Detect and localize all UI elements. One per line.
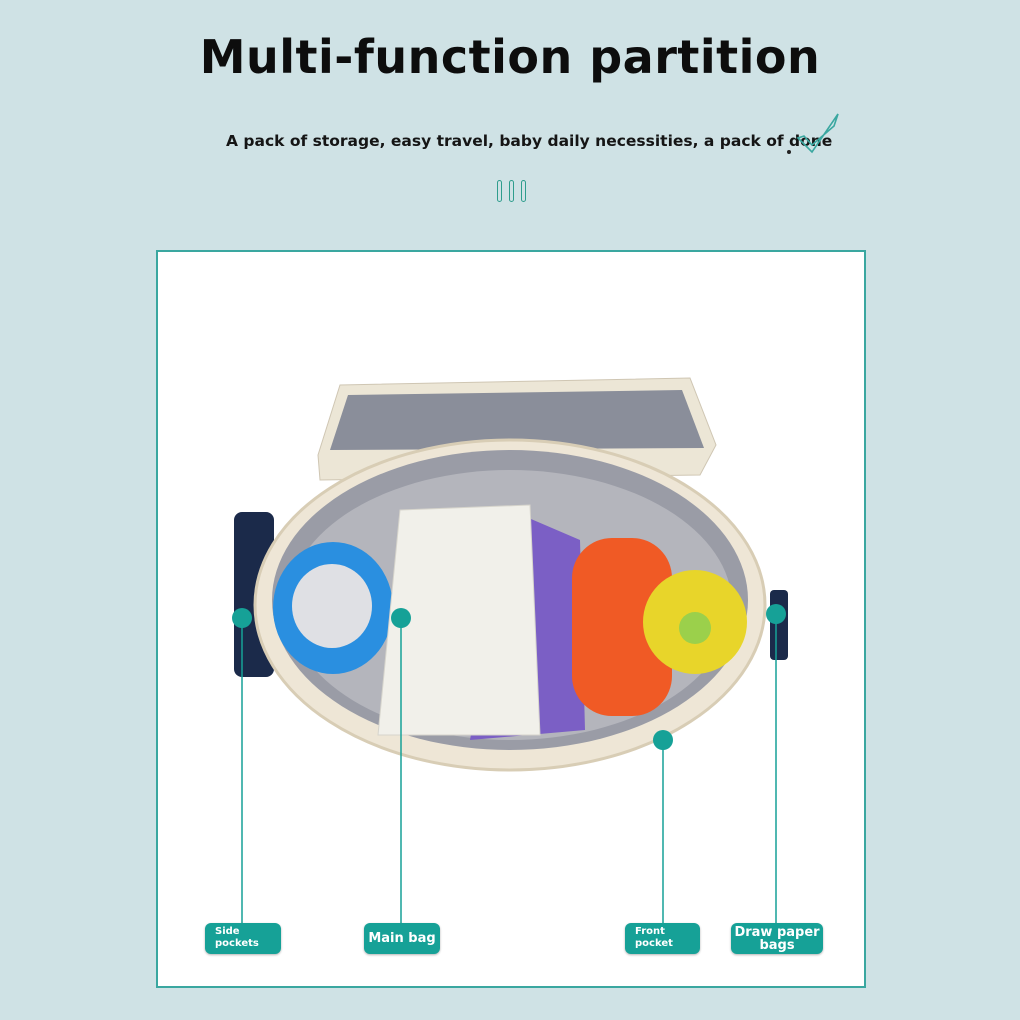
- checkmark-icon: [796, 113, 839, 154]
- page-title: Multi-function partition: [199, 30, 821, 84]
- wipes-pack: [377, 504, 541, 736]
- label-line: pocket: [635, 938, 673, 949]
- label-line: Front: [635, 926, 665, 937]
- label-main-bag: Main bag: [364, 923, 440, 954]
- label-line: Draw paper: [734, 925, 820, 940]
- orange-toy: [572, 538, 672, 716]
- draw-paper-bags-marker: [766, 604, 786, 624]
- label-line: bags: [759, 938, 795, 953]
- subtitle: A pack of storage, easy travel, baby dai…: [226, 132, 833, 150]
- label-front-pocket: Front pocket: [625, 923, 700, 954]
- divider-bars-icon: [497, 180, 526, 202]
- period-dot: [787, 150, 791, 154]
- main-bag-marker: [391, 608, 411, 628]
- label-draw-paper-bags: Draw paper bags: [731, 923, 823, 954]
- front-pocket-marker: [653, 730, 673, 750]
- side-pockets-marker: [232, 608, 252, 628]
- label-line: Side: [215, 926, 240, 937]
- label-line: pockets: [215, 938, 259, 949]
- label-side-pockets: Side pockets: [205, 923, 281, 954]
